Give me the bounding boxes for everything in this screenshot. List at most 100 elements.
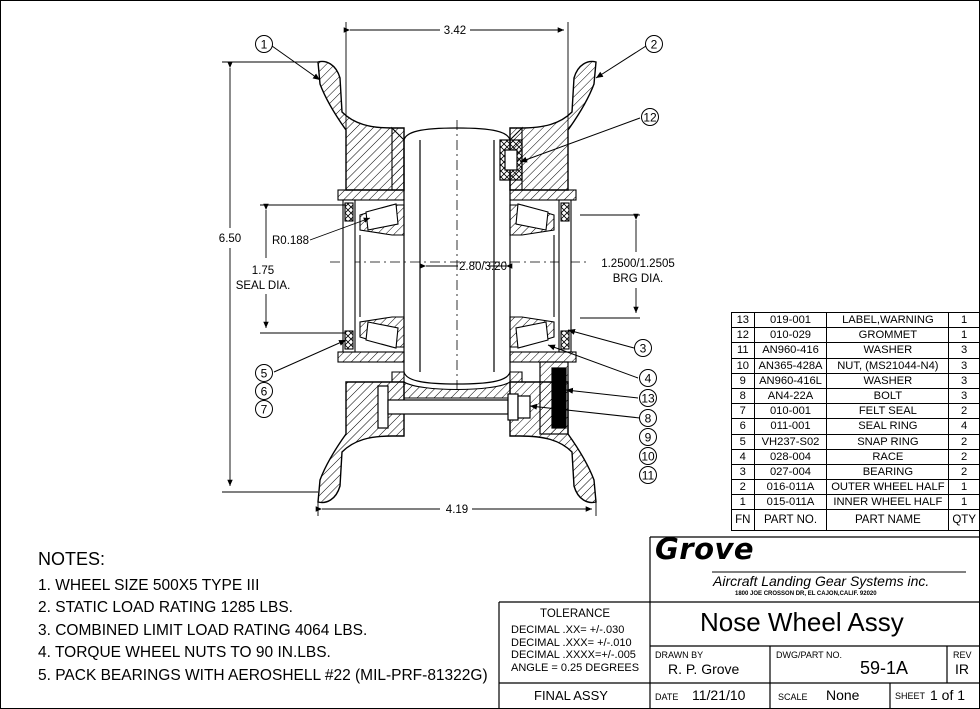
parts-list-name: WASHER [826,342,950,359]
parts-list-qty: 2 [948,463,980,481]
parts-list-qty: 3 [948,357,980,374]
parts-list-name: FELT SEAL [826,403,950,420]
parts-list-part: 028-004 [753,448,828,465]
drawn-by-label: DRAWN BY [655,650,704,660]
parts-list-name: BEARING [826,463,950,481]
parts-list-fn: 3 [731,463,755,481]
parts-list-name: PART NAME [826,509,950,532]
parts-list-fn: 7 [731,403,755,420]
tolerance-line: ANGLE = 0.25 DEGREES [511,661,640,674]
note-2: 2. STATIC LOAD RATING 1285 LBS. [38,599,293,617]
parts-list-part: AN960-416L [753,372,828,389]
svg-text:8: 8 [645,412,652,426]
notes-title: NOTES: [38,549,106,569]
dim-bearing-dia-2: BRG DIA. [613,273,663,285]
parts-list-name: BOLT [826,387,950,405]
parts-list-fn: 13 [731,311,755,329]
svg-text:11: 11 [642,469,655,483]
balloon-4: 4 [639,369,657,387]
parts-list-name: LABEL,WARNING [826,311,950,329]
parts-list-part: 027-004 [753,463,828,481]
parts-list-qty: QTY [948,509,980,532]
drawing-title: Nose Wheel Assy [700,607,904,637]
date-label: DATE [655,692,679,702]
note-1: 1. WHEEL SIZE 500X5 TYPE III [38,576,260,594]
balloon-7: 7 [255,400,273,418]
parts-list-part: PART NO. [753,509,828,532]
svg-text:9: 9 [645,431,652,445]
balloon-5: 5 [255,364,273,382]
dwg-number: 59-1A [860,658,909,678]
tolerance-line: DECIMAL .XX= +/-.030 [511,624,625,636]
svg-text:3: 3 [640,342,647,356]
scale-value: None [826,687,860,703]
dim-bore: 2.80/3.20 [459,261,507,273]
parts-list-part: AN365-428A [753,357,828,374]
parts-list-fn: 4 [731,448,755,465]
parts-list-qty: 3 [948,342,980,359]
balloon-leaders [271,45,647,419]
parts-list-name: INNER WHEEL HALF [826,494,950,511]
note-4: 4. TORQUE WHEEL NUTS TO 90 IN.LBS. [38,644,331,662]
scale-label: SCALE [778,692,808,702]
tolerance-label: TOLERANCE [540,608,611,620]
svg-text:6: 6 [261,385,268,399]
parts-list-fn: 10 [731,357,755,374]
balloon-11: 11 [639,466,657,484]
parts-list-qty: 3 [948,372,980,389]
dim-overall-height: 6.50 [219,233,241,245]
balloons: 1 2 12 3 4 13 8 9 10 11 5 6 7 [255,35,663,484]
outer-wheel-half [509,60,597,504]
parts-list-name: GROMMET [826,327,950,344]
assy-label: FINAL ASSY [534,688,608,703]
company-address: 1800 JOE CROSSON DR, EL CAJON,CALIF. 920… [735,591,877,597]
parts-list-fn: 11 [731,342,755,359]
parts-list-part: 010-029 [753,327,828,344]
parts-list-qty: 4 [948,418,980,435]
svg-text:10: 10 [641,450,655,464]
parts-list-qty: 2 [948,433,980,450]
rev-value: IR [955,661,969,677]
balloon-8: 8 [639,409,657,427]
svg-text:2: 2 [651,38,658,52]
tolerance-line: DECIMAL .XXXX=+/-.005 [511,649,636,661]
note-3: 3. COMBINED LIMIT LOAD RATING 4064 LBS. [38,621,368,639]
parts-list-part: AN4-22A [753,387,828,405]
dwg-label: DWG/PART NO. [776,650,843,660]
svg-text:7: 7 [261,403,268,417]
through-bolt [377,361,569,435]
sheet-value: 1 of 1 [930,687,966,703]
parts-list-fn: 9 [731,372,755,389]
dim-radius: R0.188 [272,235,309,247]
balloon-6: 6 [255,382,273,400]
parts-list-fn: 1 [731,494,755,511]
parts-list-qty: 2 [948,403,980,420]
parts-list-part: 010-001 [753,403,828,420]
svg-text:13: 13 [641,392,655,406]
note-5: 5. PACK BEARINGS WITH AEROSHELL #22 (MIL… [38,666,488,684]
balloon-2: 2 [645,35,663,53]
date-value: 11/21/10 [692,687,746,703]
parts-list-part: AN960-416 [753,342,828,359]
dim-seal-dia-2: SEAL DIA. [236,280,291,292]
tolerance-lines: DECIMAL .XX= +/-.030 DECIMAL .XXX= +/-.0… [511,624,639,674]
tolerance-line: DECIMAL .XXX= +/-.010 [511,636,632,649]
parts-list-fn: FN [731,509,755,532]
parts-list-fn: 2 [731,479,755,496]
svg-text:1: 1 [261,38,268,52]
bearing-left [337,189,405,363]
title-block-frame [498,536,980,709]
parts-list-part: 015-011A [753,494,828,511]
parts-list-name: SEAL RING [826,418,950,435]
